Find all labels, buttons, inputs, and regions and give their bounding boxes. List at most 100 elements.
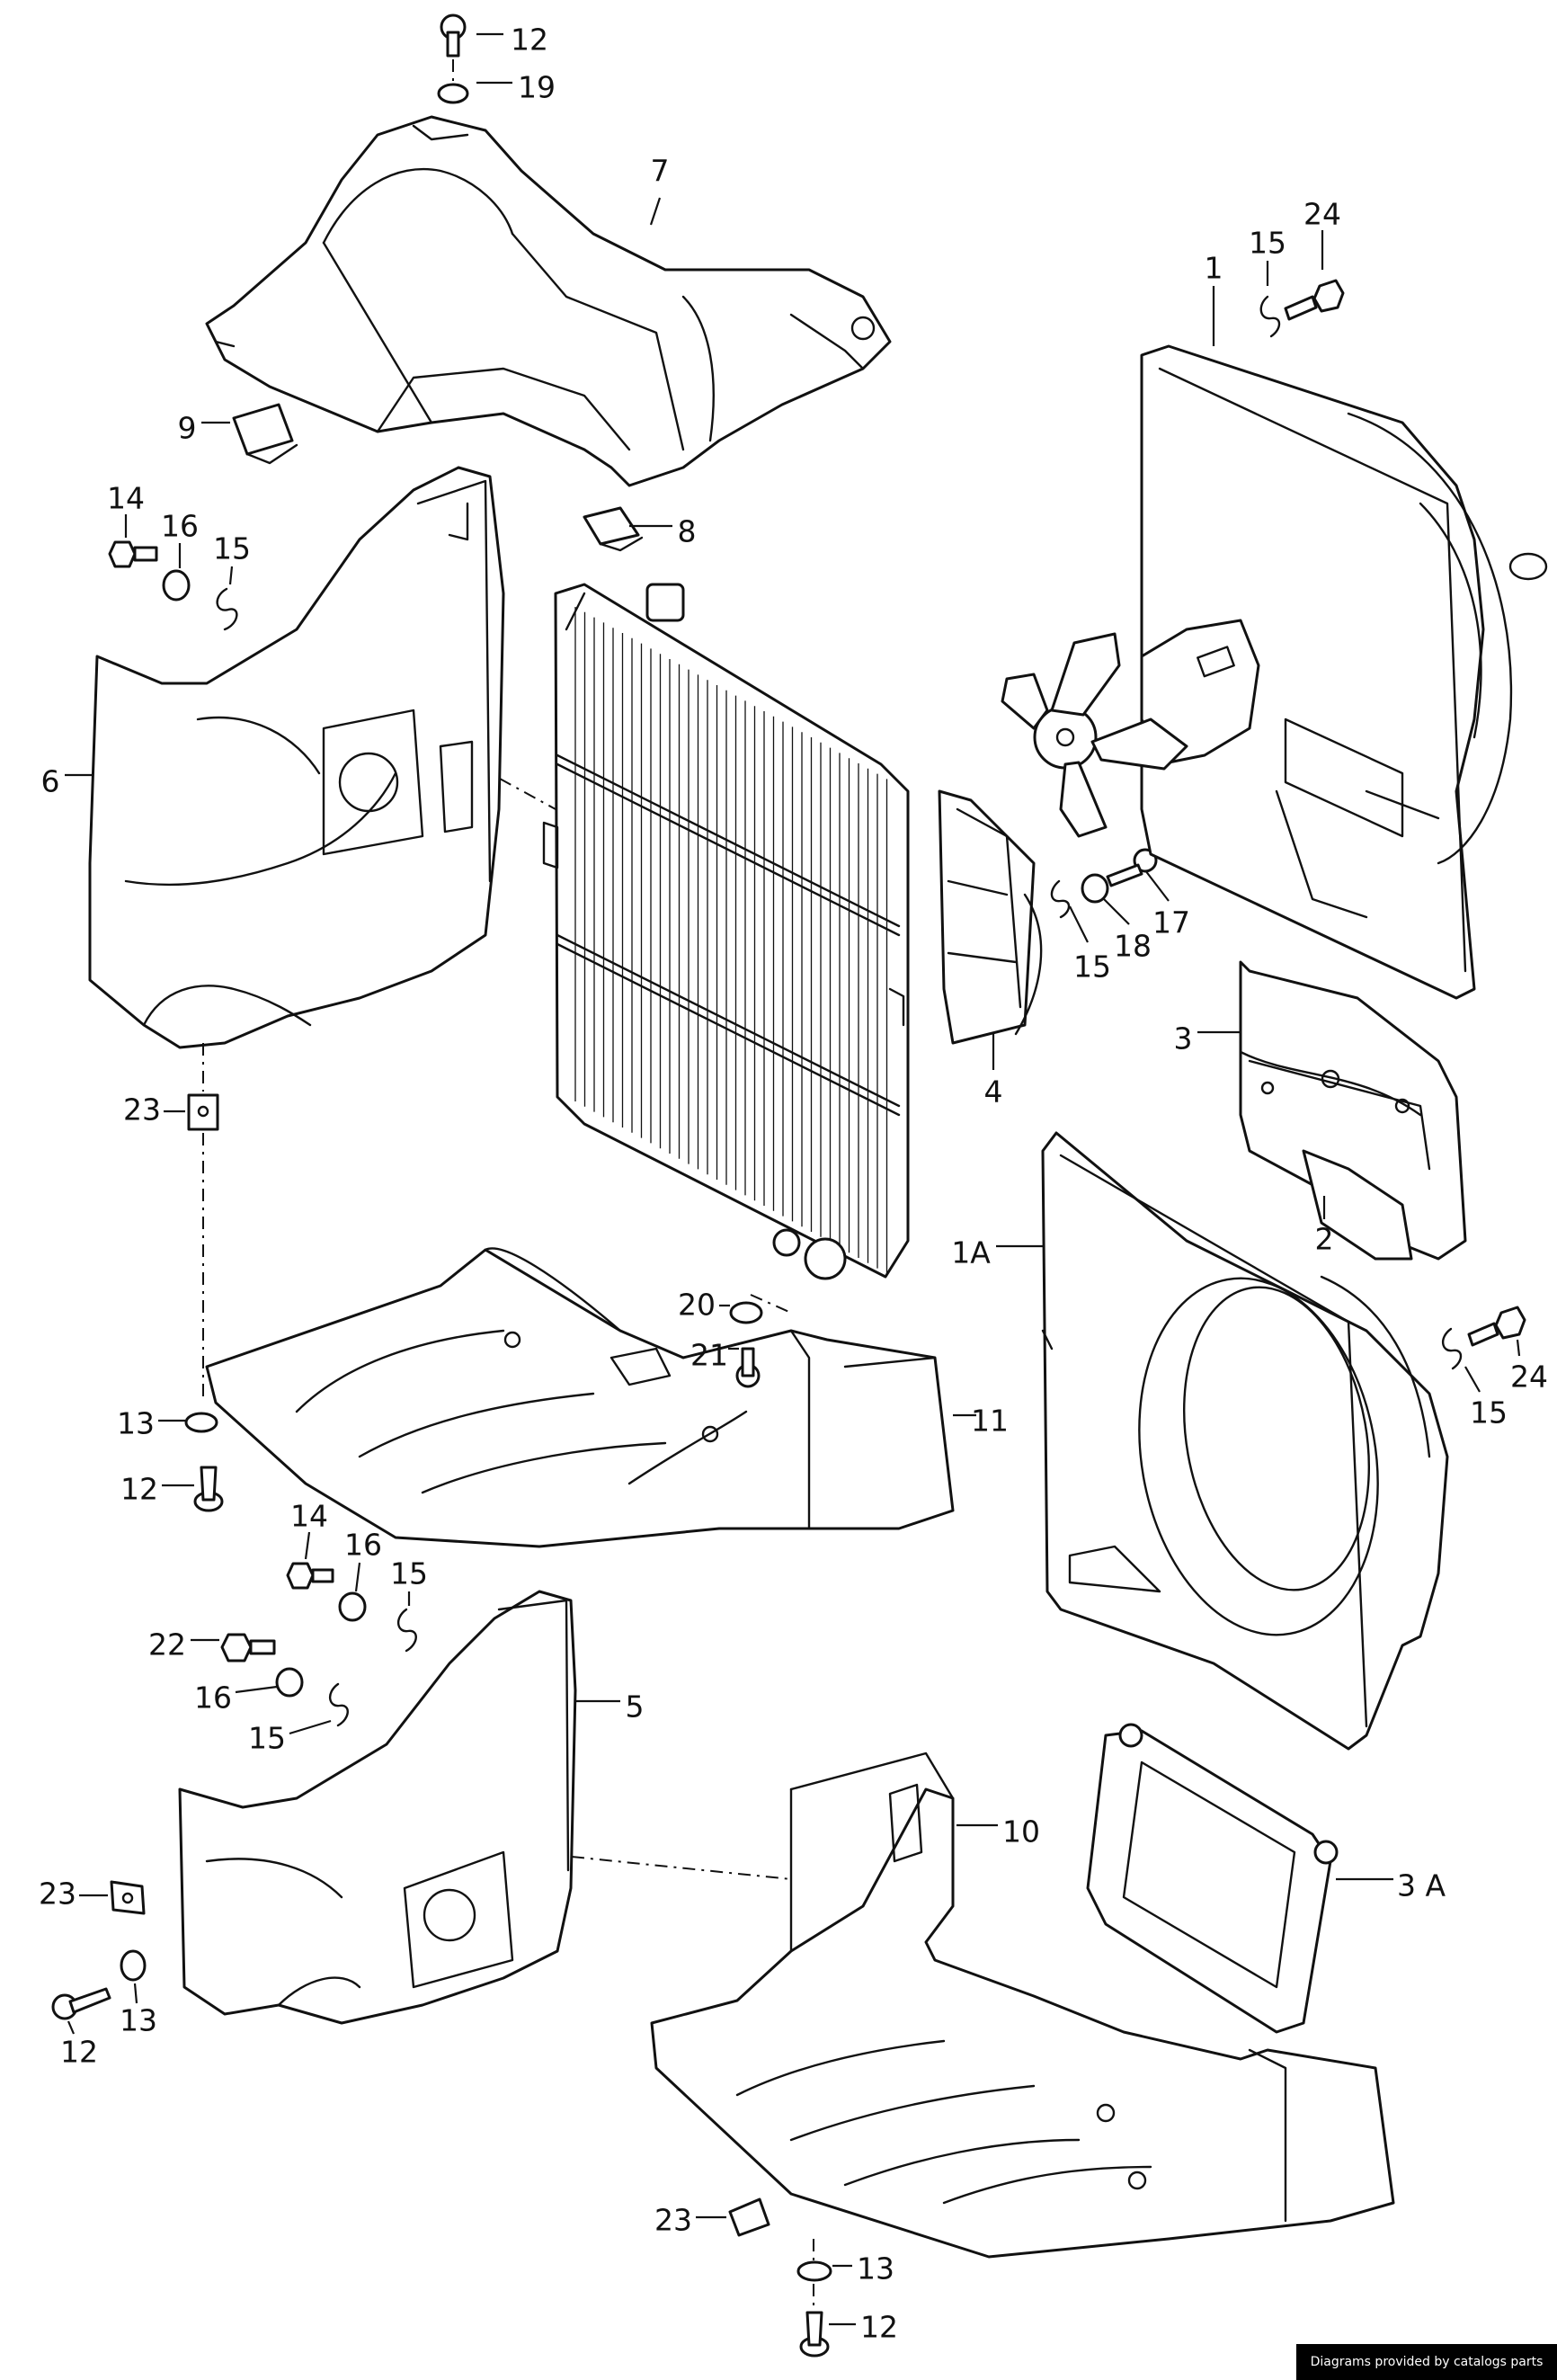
screw	[51, 1987, 111, 2020]
callout-c-23-a: 23	[123, 1092, 161, 1128]
callout-leader-c-15-d	[1464, 1366, 1481, 1393]
callout-c-15-d: 15	[1470, 1395, 1508, 1431]
washer	[729, 1301, 763, 1324]
screw	[1106, 848, 1158, 887]
callout-c-14-b: 14	[290, 1499, 328, 1534]
spring-washer	[397, 1608, 417, 1653]
clip-nut	[187, 1093, 219, 1131]
callout-c-12-d: 12	[860, 2310, 898, 2345]
screw	[193, 1466, 224, 1512]
callout-c-18: 18	[1114, 929, 1152, 964]
callout-c-16-b: 16	[344, 1528, 382, 1563]
callout-c-11: 11	[971, 1404, 1009, 1439]
radiator	[542, 583, 910, 1280]
callout-leader-c-16-c	[235, 1685, 278, 1694]
callout-leader-c-12-c	[67, 2020, 76, 2035]
callout-leader-c-24-b	[1516, 1339, 1521, 1357]
spring-washer	[329, 1682, 349, 1727]
washer	[184, 1412, 218, 1433]
callout-leader-c-14-b	[304, 1531, 311, 1560]
callout-labels: 1219715241981416156171815432321A20212413…	[39, 22, 1548, 2345]
fan-shroud	[1140, 344, 1548, 1000]
callout-leader-c-15-f	[289, 1719, 332, 1735]
radiator-fins	[574, 607, 888, 1274]
credit-banner: Diagrams provided by catalogs parts	[1296, 2344, 1557, 2380]
callout-leader-c-13-b	[133, 1983, 138, 2004]
callout-c-20: 20	[678, 1288, 716, 1323]
screw	[440, 13, 467, 58]
callout-c-17: 17	[1152, 905, 1190, 940]
washer	[1081, 873, 1109, 904]
callout-c-12-c: 12	[60, 2035, 98, 2070]
washer	[162, 569, 191, 602]
callout-c-21: 21	[690, 1338, 728, 1373]
seal	[1302, 1149, 1413, 1261]
callout-c-7: 7	[651, 154, 670, 189]
callout-c-1A: 1A	[951, 1235, 991, 1270]
callout-c-13-c: 13	[857, 2251, 894, 2286]
callout-c-16-c: 16	[194, 1680, 232, 1716]
gasket	[1239, 960, 1467, 1261]
callout-c-4: 4	[984, 1074, 1003, 1110]
clip	[232, 403, 298, 465]
callout-c-5: 5	[626, 1689, 645, 1725]
clip-nut	[728, 2197, 770, 2237]
callout-c-24-a: 24	[1303, 197, 1341, 232]
callout-c-15-c: 15	[1073, 949, 1111, 985]
callout-leader-c-17	[1144, 869, 1170, 902]
side-air-duct-left	[88, 466, 505, 1049]
fan-shroud	[1041, 1131, 1449, 1751]
clip-nut	[110, 1880, 146, 1915]
spring-washer	[216, 587, 238, 631]
callout-c-16-a: 16	[161, 509, 199, 544]
callout-leader-c-7	[649, 197, 662, 226]
clip	[583, 506, 644, 552]
spring-washer	[1050, 879, 1071, 919]
side-lower-air-duct	[650, 1752, 1395, 2259]
callout-c-13-a: 13	[117, 1406, 155, 1441]
callout-c-9: 9	[178, 411, 197, 446]
washer	[796, 2260, 832, 2282]
callout-c-12-b: 12	[120, 1472, 158, 1507]
callout-c-23-c: 23	[654, 2203, 692, 2238]
washer	[275, 1667, 304, 1698]
callout-c-3: 3	[1174, 1021, 1193, 1056]
callout-c-22: 22	[148, 1627, 186, 1662]
callout-c-1: 1	[1205, 251, 1223, 286]
callout-c-8: 8	[678, 514, 697, 549]
bolt	[286, 1562, 334, 1590]
callout-leader-c-15-c	[1069, 905, 1089, 943]
assembly-lines	[202, 59, 814, 2311]
callout-c-10: 10	[1002, 1814, 1040, 1850]
callout-c-15-a: 15	[1249, 226, 1286, 261]
callout-leader-c-15-b	[228, 566, 234, 585]
washer	[437, 83, 469, 104]
spring-washer	[1442, 1327, 1463, 1370]
callout-c-13-b: 13	[120, 2003, 157, 2038]
seal-frame	[1086, 1723, 1339, 2034]
bolt	[108, 540, 158, 568]
spring-washer	[1259, 295, 1281, 338]
callout-leader-c-16-b	[354, 1562, 361, 1592]
side-air-duct-right	[178, 1590, 577, 2025]
callout-leader-c-18	[1103, 898, 1130, 925]
bolt	[1467, 1306, 1526, 1347]
callout-c-23-b: 23	[39, 1876, 76, 1912]
callout-c-3A: 3 A	[1397, 1868, 1446, 1903]
callout-c-15-b: 15	[213, 531, 251, 566]
upper-air-duct	[205, 115, 892, 487]
callout-c-2: 2	[1315, 1222, 1334, 1257]
bolt	[1284, 279, 1345, 321]
bolt	[220, 1633, 276, 1662]
callout-c-12-a: 12	[511, 22, 548, 58]
callout-c-14-a: 14	[107, 481, 145, 516]
fan-motor	[1001, 619, 1260, 838]
washer	[120, 1949, 147, 1982]
bracket	[938, 789, 1043, 1045]
callout-c-15-e: 15	[390, 1556, 428, 1591]
screw	[799, 2311, 830, 2358]
washer	[338, 1591, 367, 1622]
callout-c-19: 19	[518, 70, 556, 105]
callout-c-15-f: 15	[248, 1721, 286, 1756]
